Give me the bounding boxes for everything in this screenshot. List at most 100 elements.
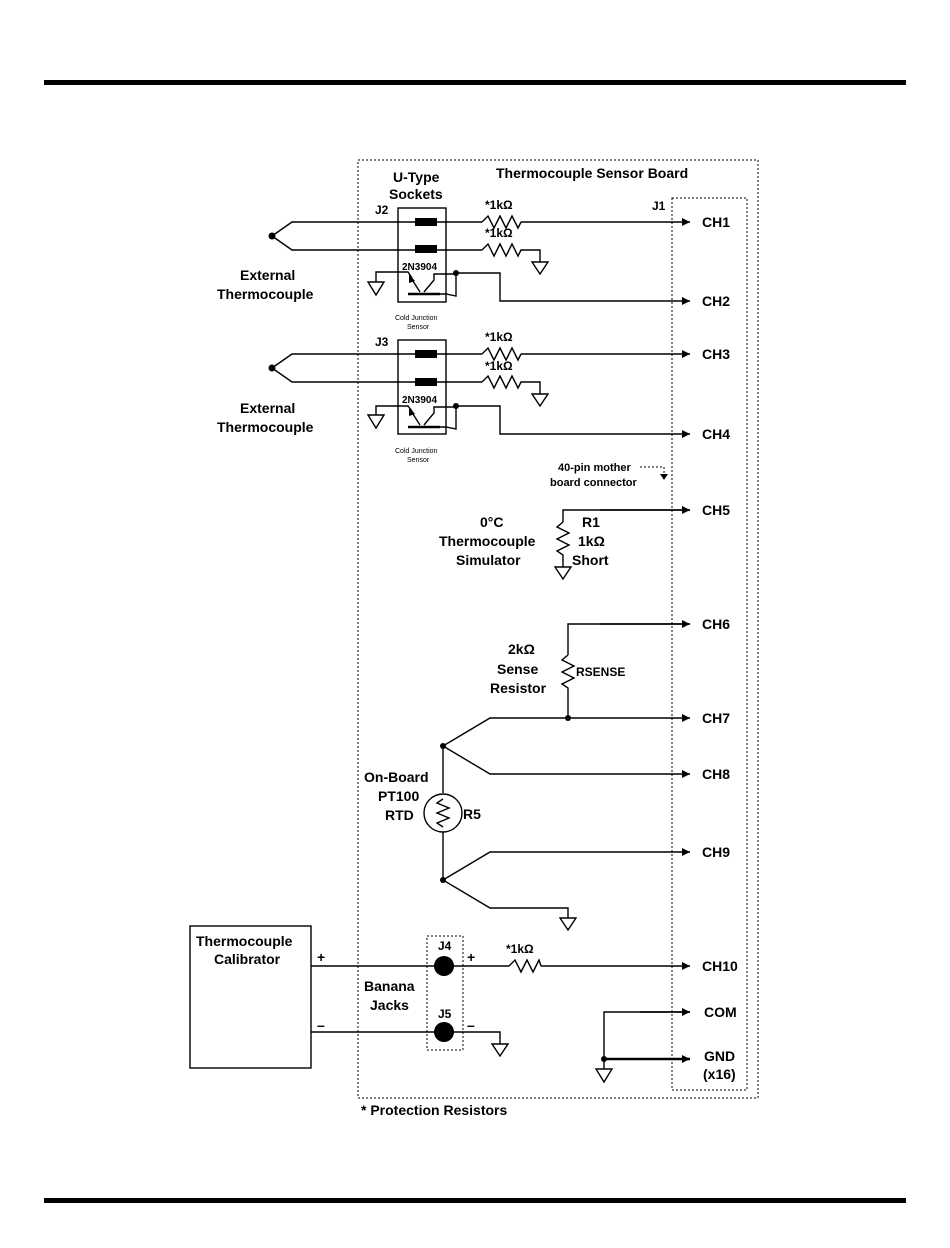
j2-collector <box>423 273 456 293</box>
ch7-wire <box>442 714 690 747</box>
external-tc2-line1: External <box>240 400 295 416</box>
r1-resistor <box>555 521 571 567</box>
ch3-label: CH3 <box>702 346 730 362</box>
sense-line1: 2kΩ <box>508 641 535 657</box>
ch3-resistor <box>481 346 522 362</box>
tc1-gnd-resistor <box>481 242 541 262</box>
sense-line2: Sense <box>497 661 538 677</box>
j2-pin-2 <box>415 245 437 253</box>
j3-emitter-arrow <box>409 407 415 416</box>
tc1-wire-a <box>271 221 482 237</box>
j2-emitter-wire <box>375 271 413 282</box>
calibrator-line1: Thermocouple <box>196 933 293 949</box>
ch10-label: CH10 <box>702 958 738 974</box>
ground-symbol-4 <box>366 414 386 430</box>
gnd-count-label: (x16) <box>703 1066 736 1082</box>
j3-socket-box <box>397 339 447 435</box>
ch3-resistor-label: *1kΩ <box>485 330 513 344</box>
j2-socket-box <box>397 207 447 303</box>
ground-symbol-6 <box>558 917 578 932</box>
j3-label: J3 <box>375 335 389 349</box>
ch2-wire <box>456 272 690 305</box>
ch4-label: CH4 <box>702 426 730 442</box>
j2-cold-junction-line1: Cold Junction <box>395 315 438 322</box>
simulator-line3: Simulator <box>456 552 521 568</box>
j3-collector <box>423 406 456 426</box>
ch1-label: CH1 <box>702 214 730 230</box>
ch7-label: CH7 <box>702 710 730 726</box>
external-tc1-line1: External <box>240 267 295 283</box>
ch4-wire <box>456 405 690 438</box>
j2-transistor-label: 2N3904 <box>402 262 437 273</box>
ch1-resistor-label: *1kΩ <box>485 198 513 212</box>
j4-label: J4 <box>438 939 452 953</box>
tc1-gnd-resistor-label: *1kΩ <box>485 226 513 240</box>
calibrator-line2: Calibrator <box>214 951 281 967</box>
ground-symbol-3 <box>530 393 550 408</box>
tc2-gnd-resistor <box>481 374 541 394</box>
sockets-heading-line2: Sockets <box>389 186 443 202</box>
gnd-label: GND <box>704 1048 735 1064</box>
simulator-line1: 0°C <box>480 514 504 530</box>
ch1-resistor <box>481 214 522 230</box>
ch9-wire <box>442 848 690 881</box>
j3-base-tie <box>440 407 457 430</box>
banana-plus: + <box>467 949 475 965</box>
calibrator-minus: – <box>317 1017 325 1033</box>
board-outline <box>357 159 759 1099</box>
ch8-wire <box>442 745 690 778</box>
j2-base-tie <box>440 274 457 297</box>
j3-transistor-label: 2N3904 <box>402 395 437 406</box>
tc1-wire-b <box>271 235 482 251</box>
board-title: Thermocouple Sensor Board <box>496 165 688 181</box>
r1-value: 1kΩ <box>578 533 605 549</box>
calibrator-plus: + <box>317 949 325 965</box>
ch10-resistor <box>508 958 542 974</box>
ch2-label: CH2 <box>702 293 730 309</box>
j5-label: J5 <box>438 1007 452 1021</box>
connector-note-line2: board connector <box>550 477 638 489</box>
sense-line3: Resistor <box>490 680 547 696</box>
ch10-resistor-label: *1kΩ <box>506 942 534 956</box>
sockets-heading-line1: U-Type <box>393 169 440 185</box>
j2-cold-junction-line2: Sensor <box>407 324 430 331</box>
r1-label: R1 <box>582 514 600 530</box>
top-rule <box>44 80 906 85</box>
ground-symbol-1 <box>530 261 550 276</box>
connector-note-leader <box>640 466 665 476</box>
j3-emitter-wire <box>375 405 413 415</box>
banana-minus: – <box>467 1017 475 1033</box>
ch9-label: CH9 <box>702 844 730 860</box>
r1-short: Short <box>572 552 609 568</box>
rtd-resistor <box>435 798 451 828</box>
tc2-wire-b <box>271 367 482 383</box>
rsense-resistor <box>560 654 576 718</box>
ground-symbol-2 <box>366 281 386 297</box>
bottom-rule <box>44 1198 906 1203</box>
simulator-line2: Thermocouple <box>439 533 536 549</box>
external-tc2-line2: Thermocouple <box>217 419 314 435</box>
banana-line2: Jacks <box>370 997 409 1013</box>
calibrator-minus-wire <box>311 1031 501 1044</box>
rsense-label: RSENSE <box>576 665 625 679</box>
ground-symbol-8 <box>594 1068 614 1084</box>
j2-label: J2 <box>375 203 389 217</box>
com-wire <box>603 1011 690 1059</box>
j1-connector-outline <box>671 197 748 1091</box>
rtd-gnd-wire <box>442 879 569 918</box>
calibrator-box <box>189 925 312 1069</box>
connector-note-line1: 40-pin mother <box>558 462 631 474</box>
footnote: * Protection Resistors <box>361 1102 507 1118</box>
rtd-r5-label: R5 <box>463 806 481 822</box>
j3-cold-junction-line1: Cold Junction <box>395 448 438 455</box>
ch6-label: CH6 <box>702 616 730 632</box>
ground-symbol-7 <box>490 1043 510 1058</box>
j2-emitter-arrow <box>409 274 415 283</box>
j3-cold-junction-line2: Sensor <box>407 457 430 464</box>
com-label: COM <box>704 1004 737 1020</box>
tc2-wire-a <box>271 353 482 369</box>
external-tc1-line2: Thermocouple <box>217 286 314 302</box>
rtd-line2: PT100 <box>378 788 419 804</box>
